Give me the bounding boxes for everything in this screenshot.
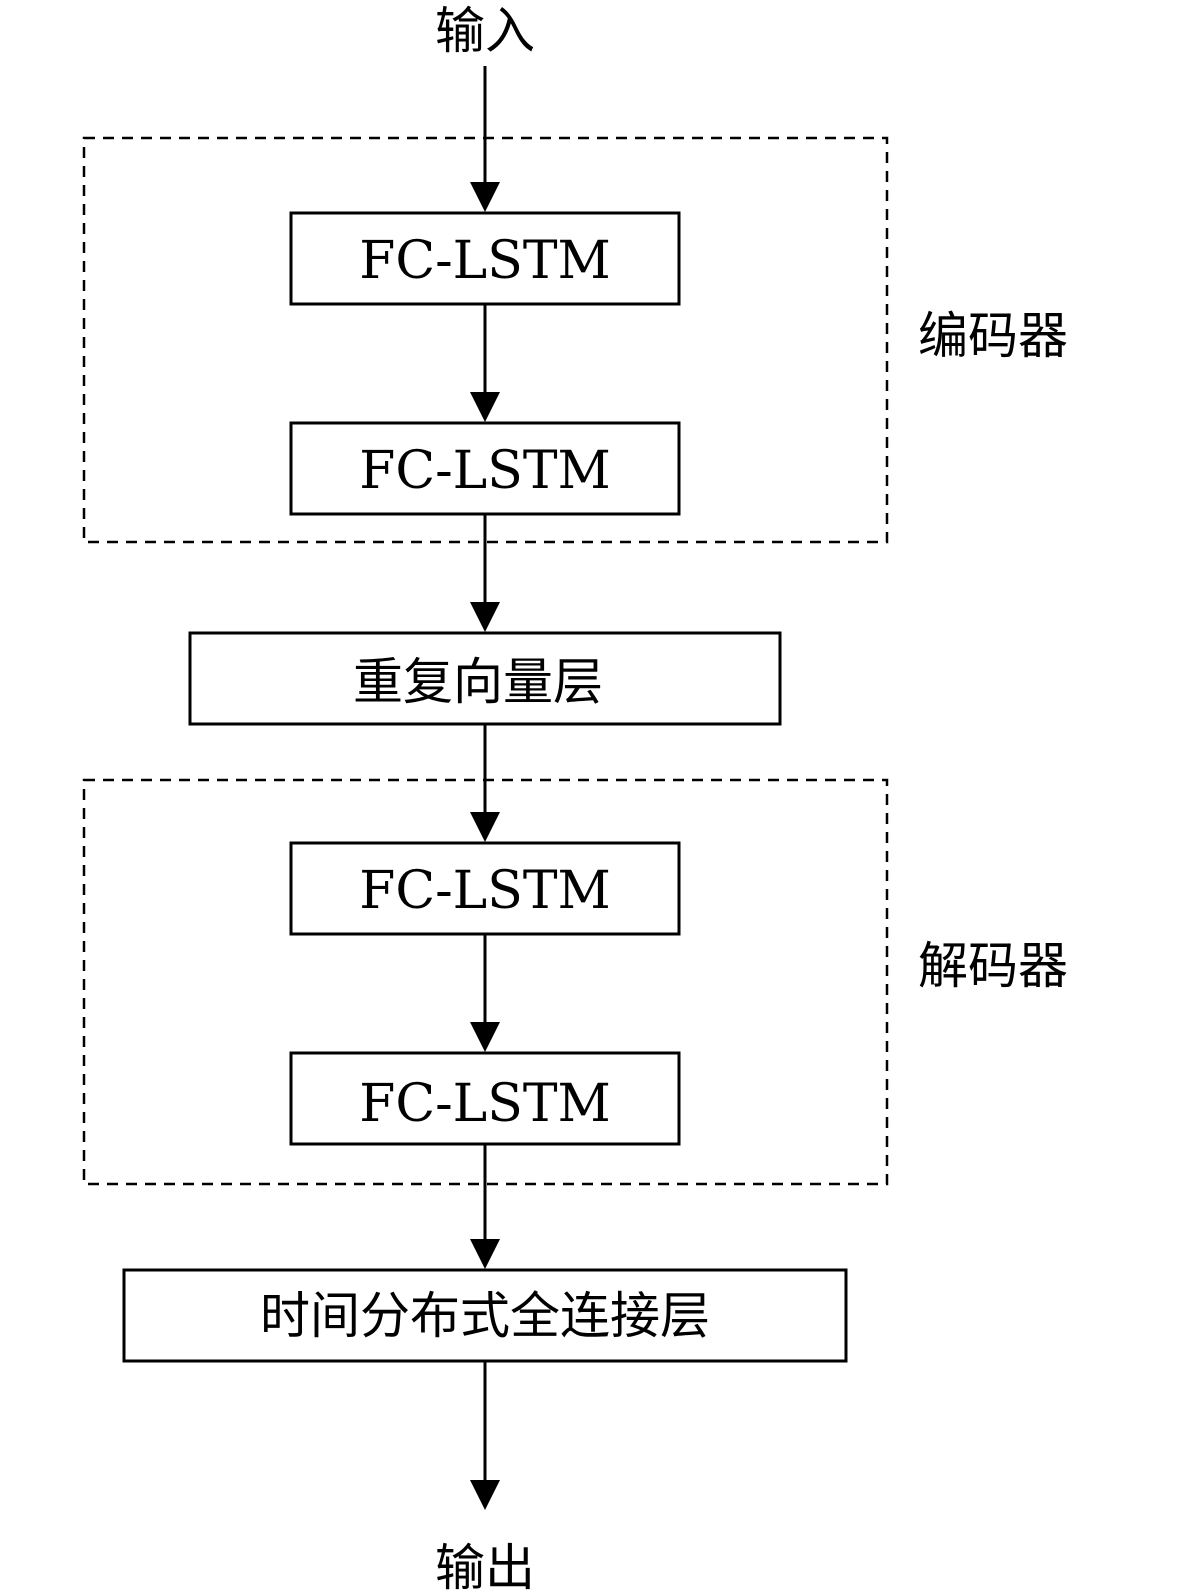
dense-box [122, 1268, 848, 1363]
input-label: 输入 [435, 2, 535, 60]
encoder-layer-2-label: FC-LSTM [359, 441, 611, 501]
decoder-label: 解码器 [918, 937, 1068, 995]
encoder-label: 编码器 [918, 307, 1068, 365]
arrow-encoder-to-repeat [470, 514, 500, 632]
dense-label: 时间分布式全连接层 [260, 1287, 710, 1345]
repeat-vector-label: 重复向量层 [353, 653, 603, 711]
arrow-decoder-to-dense [470, 1144, 500, 1269]
arrow-decoder-1-to-2 [470, 934, 500, 1052]
decoder-layer-1-label: FC-LSTM [359, 861, 611, 921]
decoder-layer-2-label: FC-LSTM [359, 1074, 611, 1134]
arrow-input-to-encoder [470, 66, 500, 212]
decoder-layer-1-box [289, 841, 681, 936]
encoder-layer-1-box [289, 211, 681, 306]
encoder-layer-2-box [289, 421, 681, 516]
arrow-encoder-1-to-2 [470, 304, 500, 422]
arrow-repeat-to-decoder [470, 724, 500, 842]
output-label: 输出 [435, 1539, 535, 1594]
encoder-layer-1-label: FC-LSTM [359, 231, 611, 291]
arrow-dense-to-output [470, 1361, 500, 1510]
